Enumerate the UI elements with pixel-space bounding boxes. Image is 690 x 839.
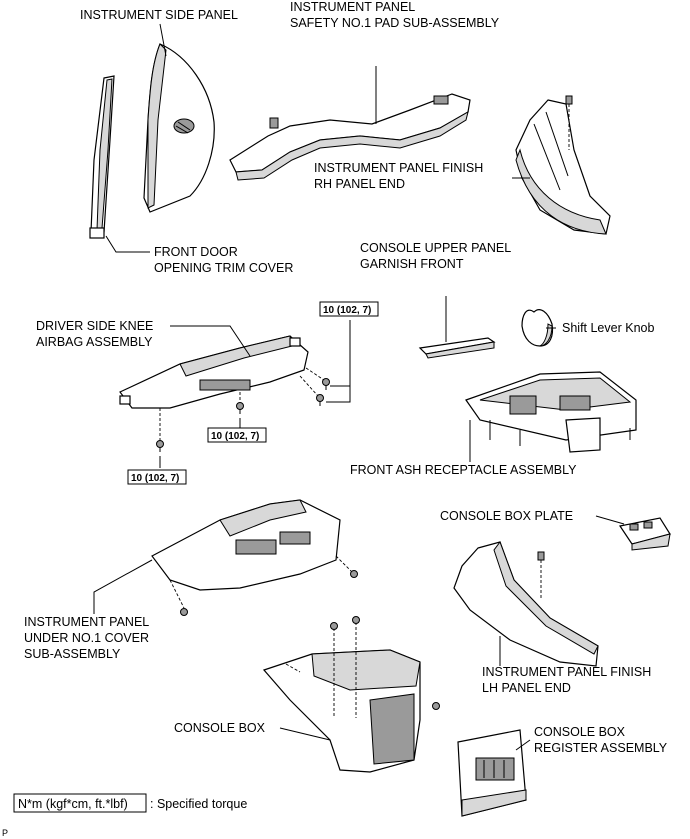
label-front-door-line2: OPENING TRIM COVER [154, 261, 293, 275]
bolt-1 [156, 440, 164, 452]
instrument-panel-safety-pad [229, 93, 471, 181]
front-ash-receptacle-assembly [465, 371, 637, 453]
label-lh-panel-end-line1: INSTRUMENT PANEL FINISH [482, 665, 651, 679]
label-front-door-line1: FRONT DOOR [154, 245, 238, 259]
legend-text: : Specified torque [150, 797, 247, 811]
label-register-line2: REGISTER ASSEMBLY [534, 741, 668, 755]
instrument-panel-under-no1-cover [151, 499, 353, 609]
torque-value-3: 10 (102, 7) [131, 473, 179, 484]
label-safety-pad-line2: SAFETY NO.1 PAD SUB-ASSEMBLY [290, 16, 500, 30]
torque-box-1: 10 (102, 7) [319, 301, 379, 317]
instrument-panel-finish-lh-panel-end [453, 540, 599, 667]
label-register-line1: CONSOLE BOX [534, 725, 626, 739]
console-box-plate [619, 517, 671, 551]
label-instrument-side-panel: INSTRUMENT SIDE PANEL [80, 8, 238, 22]
torque-box-3: 10 (102, 7) [127, 469, 187, 485]
torque-value-1: 10 (102, 7) [323, 305, 371, 316]
bolt-8 [352, 616, 360, 624]
bolt-6 [350, 570, 358, 578]
label-console-upper-line2: GARNISH FRONT [360, 257, 464, 271]
bolt-4 [316, 394, 324, 406]
label-shift-lever-knob: Shift Lever Knob [562, 321, 654, 335]
corner-mark: P [2, 828, 8, 838]
instrument-panel-finish-rh-panel-end [515, 95, 611, 235]
label-knee-airbag-line1: DRIVER SIDE KNEE [36, 319, 153, 333]
console-box [262, 622, 421, 773]
label-front-ash-receptacle: FRONT ASH RECEPTACLE ASSEMBLY [350, 463, 577, 477]
front-door-opening-trim-cover [89, 75, 115, 239]
instrument-side-panel [143, 43, 215, 213]
torque-value-2: 10 (102, 7) [211, 431, 259, 442]
bolt-5 [180, 608, 188, 616]
label-console-upper-line1: CONSOLE UPPER PANEL [360, 241, 511, 255]
bolt-7 [330, 622, 338, 630]
bolt-3 [322, 378, 330, 390]
label-under-cover-line2: UNDER NO.1 COVER [24, 631, 149, 645]
label-lh-panel-end-line2: LH PANEL END [482, 681, 571, 695]
label-under-cover-line1: INSTRUMENT PANEL [24, 615, 149, 629]
bolt-9 [432, 702, 440, 710]
bolt-2 [236, 402, 244, 414]
torque-box-2: 10 (102, 7) [207, 427, 267, 443]
label-console-box: CONSOLE BOX [174, 721, 266, 735]
console-upper-panel-garnish-front [418, 337, 496, 359]
label-rh-panel-end-line2: RH PANEL END [314, 177, 405, 191]
shift-lever-knob [521, 309, 554, 347]
console-box-register-assembly [457, 729, 527, 817]
driver-side-knee-airbag-assembly [119, 335, 325, 440]
legend: N*m (kgf*cm, ft.*lbf) : Specified torque [13, 793, 247, 813]
label-safety-pad-line1: INSTRUMENT PANEL [290, 0, 415, 14]
legend-unit: N*m (kgf*cm, ft.*lbf) [18, 797, 128, 811]
label-knee-airbag-line2: AIRBAG ASSEMBLY [36, 335, 153, 349]
label-rh-panel-end-line1: INSTRUMENT PANEL FINISH [314, 161, 483, 175]
label-under-cover-line3: SUB-ASSEMBLY [24, 647, 121, 661]
label-console-box-plate: CONSOLE BOX PLATE [440, 509, 573, 523]
